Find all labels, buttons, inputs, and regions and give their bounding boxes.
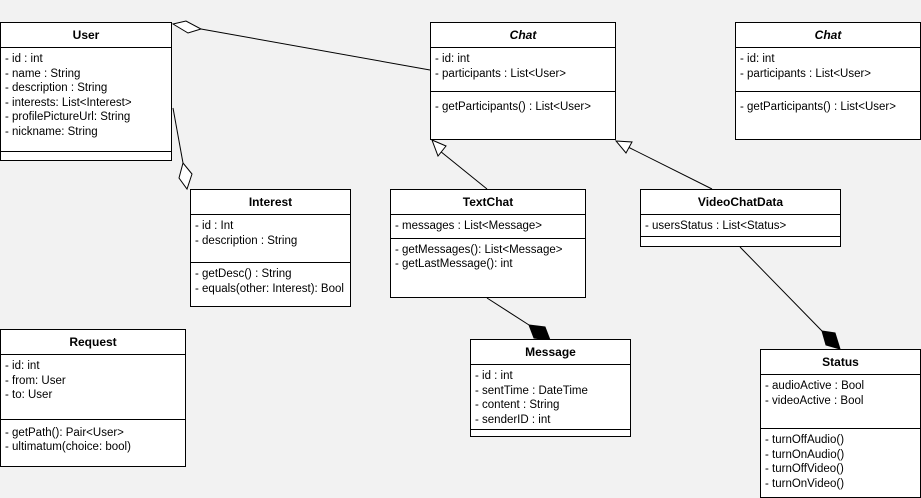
attribute-row: - participants : List<User> (435, 67, 567, 80)
attribute-row: - id: int (5, 360, 40, 372)
chat-user-aggregation-line (200, 28, 431, 71)
methods-section (641, 237, 840, 245)
methods-section (1, 152, 171, 160)
user-class[interactable]: User - id : int - name : String - descripti… (0, 22, 172, 161)
method-row: - getDesc() : String (195, 268, 292, 280)
attributes-section: - id : int - sentTime : DateTime - content… (471, 365, 630, 430)
textchat-message-composition-line (486, 297, 530, 326)
attribute-row: - usersStatus : List<Status> (645, 220, 787, 232)
attribute-row: - interests: List<Interest> (5, 96, 132, 109)
message-class[interactable]: Message- id : int- sentTime : DateTime- … (470, 339, 631, 437)
attribute-row: - nickname: String (5, 125, 98, 138)
method-row: - turnOffAudio() (765, 434, 845, 446)
methods-section: - getParticipants() : List<User> (431, 92, 615, 119)
attribute-row: - audioActive : Bool (765, 380, 865, 392)
attribute-row: - id : int (5, 53, 43, 65)
class-name: Chat (736, 23, 920, 48)
attribute-row: - name : String (5, 67, 81, 80)
method-row: - ultimatum(choice: bool) (5, 441, 131, 453)
textchat-class[interactable]: TextChat - messages : List<Message> - getM… (390, 189, 586, 298)
textchat-chat-generalization-line (439, 150, 488, 190)
user-aggregation-diamond-1 (171, 20, 203, 34)
class-name: Chat (431, 23, 615, 48)
method-row: - getParticipants() : List<User> (435, 101, 591, 113)
interest-user-aggregation-line (172, 107, 184, 164)
method-row: - turnOnVideo() (765, 477, 845, 490)
attribute-row: - id : int (475, 370, 513, 382)
composition-diamond-1 (528, 324, 551, 341)
class-name: Request (1, 330, 185, 355)
attribute-row: - id: int (740, 53, 775, 65)
attributes-section: - id : int - name : String - description :… (1, 48, 171, 152)
videochat-status-composition-line (739, 246, 823, 332)
methods-section: - getPath(): Pair<User> - ultimatum(choic… (1, 420, 185, 459)
attributes-section: - usersStatus : List<Status> (641, 215, 840, 237)
videochatdata-class[interactable]: VideoChatData - usersStatus : List<Status… (640, 189, 841, 247)
generalization-arrow-1 (431, 139, 447, 157)
request-class[interactable]: Request- id: int- from: User- to: User- … (0, 329, 186, 467)
composition-diamond-2 (821, 330, 841, 350)
methods-section: - getDesc() : String - equals(other: Inte… (191, 263, 350, 300)
chat-class-duplicate[interactable]: Chat - id: int - participants : List<User>… (735, 22, 921, 140)
attributes-section: - id: int - from: User - to: User (1, 355, 185, 420)
method-row: - getParticipants() : List<User> (740, 101, 896, 113)
attribute-row: - id : Int (195, 220, 234, 232)
attribute-row: - senderID : int (475, 413, 551, 426)
attribute-row: - from: User (5, 374, 66, 387)
method-row: - turnOffVideo() (765, 463, 844, 475)
attribute-row: - content : String (475, 399, 560, 411)
attributes-section: - messages : List<Message> (391, 215, 585, 239)
method-row: - getPath(): Pair<User> (5, 426, 124, 439)
method-row: - turnOnAudio() (765, 448, 845, 461)
attribute-row: - videoActive : Bool (765, 394, 864, 407)
interest-class[interactable]: Interest - id : Int - description : String… (190, 189, 351, 307)
attributes-section: - audioActive : Bool - videoActive : Bool (761, 375, 920, 429)
attributes-section: - id : Int - description : String (191, 215, 350, 263)
method-row: - getMessages(): List<Message> (395, 243, 563, 256)
method-row: - equals(other: Interest): Bool (195, 282, 344, 295)
status-class[interactable]: Status - audioActive : Bool - videoActive … (760, 349, 921, 498)
attribute-row: - sentTime : DateTime (475, 384, 588, 397)
attribute-row: - description : String (195, 234, 298, 247)
attribute-row: - participants : List<User> (740, 67, 872, 80)
methods-section (471, 430, 630, 438)
user-aggregation-diamond-2 (178, 161, 193, 191)
methods-section: - turnOffAudio() - turnOnAudio() - turnOff… (761, 429, 920, 495)
chat-class[interactable]: Chat - id: int - participants : List<User>… (430, 22, 616, 140)
class-name: TextChat (391, 190, 585, 215)
attribute-row: - messages : List<Message> (395, 220, 543, 232)
class-name: Status (761, 350, 920, 375)
class-name: Message (471, 340, 630, 365)
class-name: VideoChatData (641, 190, 840, 215)
attribute-row: - to: User (5, 389, 53, 401)
attribute-row: - profilePictureUrl: String (5, 111, 131, 123)
class-name: Interest (191, 190, 350, 215)
attribute-row: - id: int (435, 53, 470, 65)
generalization-arrow-2 (614, 140, 633, 154)
videochat-chat-generalization-line (627, 146, 713, 190)
attributes-section: - id: int - participants : List<User> (736, 48, 920, 92)
methods-section: - getMessages(): List<Message> - getLastM… (391, 239, 585, 276)
method-row: - getLastMessage(): int (395, 258, 513, 270)
class-name: User (1, 23, 171, 48)
attributes-section: - id: int - participants : List<User> (431, 48, 615, 92)
methods-section: - getParticipants() : List<User> (736, 92, 920, 119)
attribute-row: - description : String (5, 82, 108, 94)
